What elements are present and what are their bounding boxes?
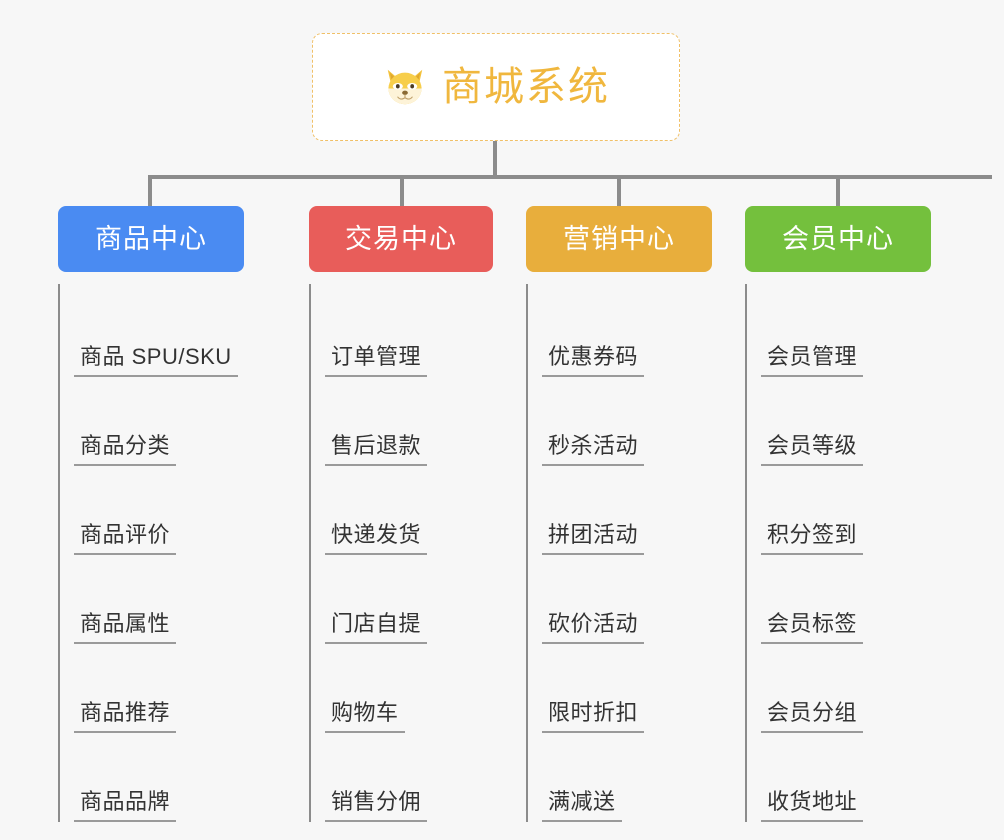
leaf-label: 商品分类 <box>74 432 177 466</box>
leaf-label: 购物车 <box>325 699 405 733</box>
category-column-member: 会员中心 会员管理 会员等级 积分签到 会员标签 会员分组 收货地址 <box>745 206 931 822</box>
leaf-label: 收货地址 <box>761 788 864 822</box>
category-header-label: 交易中心 <box>345 223 457 254</box>
list-item[interactable]: 购物车 <box>325 644 493 733</box>
list-item[interactable]: 秒杀活动 <box>542 377 712 466</box>
leaf-label: 商品评价 <box>74 521 177 555</box>
list-item[interactable]: 优惠券码 <box>542 288 712 377</box>
category-column-product: 商品中心 商品 SPU/SKU 商品分类 商品评价 商品属性 商品推荐 商品品牌 <box>58 206 244 822</box>
leaf-label: 订单管理 <box>325 343 428 377</box>
leaf-label: 商品属性 <box>74 610 177 644</box>
list-item[interactable]: 会员等级 <box>761 377 931 466</box>
list-item[interactable]: 快递发货 <box>325 466 493 555</box>
list-item[interactable]: 商品评价 <box>74 466 244 555</box>
list-item[interactable]: 会员管理 <box>761 288 931 377</box>
root-title: 商城系统 <box>442 65 610 109</box>
leaf-label: 积分签到 <box>761 521 864 555</box>
connector-horizontal-bus <box>148 175 992 179</box>
list-item[interactable]: 商品品牌 <box>74 733 244 822</box>
leaf-stack-member: 会员管理 会员等级 积分签到 会员标签 会员分组 收货地址 <box>745 284 931 822</box>
category-column-trade: 交易中心 订单管理 售后退款 快递发货 门店自提 购物车 销售分佣 <box>309 206 493 822</box>
category-header-label: 营销中心 <box>563 223 675 254</box>
leaf-label: 会员管理 <box>761 343 864 377</box>
category-column-marketing: 营销中心 优惠券码 秒杀活动 拼团活动 砍价活动 限时折扣 满减送 <box>526 206 712 822</box>
list-item[interactable]: 积分签到 <box>761 466 931 555</box>
leaf-label: 会员等级 <box>761 432 864 466</box>
leaf-label: 砍价活动 <box>542 610 645 644</box>
category-header-trade[interactable]: 交易中心 <box>309 206 493 272</box>
shiba-dog-icon <box>382 64 428 110</box>
connector-drop-2 <box>400 175 404 207</box>
list-item[interactable]: 商品属性 <box>74 555 244 644</box>
list-item[interactable]: 门店自提 <box>325 555 493 644</box>
leaf-label: 秒杀活动 <box>542 432 645 466</box>
leaf-label: 快递发货 <box>325 521 428 555</box>
list-item[interactable]: 销售分佣 <box>325 733 493 822</box>
list-item[interactable]: 会员分组 <box>761 644 931 733</box>
list-item[interactable]: 商品推荐 <box>74 644 244 733</box>
list-item[interactable]: 商品分类 <box>74 377 244 466</box>
root-node-mall-system[interactable]: 商城系统 <box>312 33 680 141</box>
list-item[interactable]: 会员标签 <box>761 555 931 644</box>
leaf-label: 会员分组 <box>761 699 864 733</box>
leaf-stack-product: 商品 SPU/SKU 商品分类 商品评价 商品属性 商品推荐 商品品牌 <box>58 284 244 822</box>
category-header-product[interactable]: 商品中心 <box>58 206 244 272</box>
connector-drop-3 <box>617 175 621 207</box>
leaf-label: 销售分佣 <box>325 788 428 822</box>
list-item[interactable]: 拼团活动 <box>542 466 712 555</box>
category-header-label: 会员中心 <box>782 223 894 254</box>
leaf-label: 商品推荐 <box>74 699 177 733</box>
list-item[interactable]: 商品 SPU/SKU <box>74 288 244 377</box>
connector-drop-1 <box>148 175 152 207</box>
leaf-label: 限时折扣 <box>542 699 645 733</box>
list-item[interactable]: 砍价活动 <box>542 555 712 644</box>
connector-drop-4 <box>836 175 840 207</box>
leaf-label: 商品 SPU/SKU <box>74 343 238 377</box>
list-item[interactable]: 订单管理 <box>325 288 493 377</box>
leaf-stack-marketing: 优惠券码 秒杀活动 拼团活动 砍价活动 限时折扣 满减送 <box>526 284 712 822</box>
leaf-label: 拼团活动 <box>542 521 645 555</box>
category-header-label: 商品中心 <box>95 223 207 254</box>
leaf-label: 优惠券码 <box>542 343 645 377</box>
list-item[interactable]: 满减送 <box>542 733 712 822</box>
leaf-label: 会员标签 <box>761 610 864 644</box>
connector-root-stem <box>493 141 497 177</box>
leaf-label: 售后退款 <box>325 432 428 466</box>
category-header-member[interactable]: 会员中心 <box>745 206 931 272</box>
category-header-marketing[interactable]: 营销中心 <box>526 206 712 272</box>
leaf-label: 商品品牌 <box>74 788 177 822</box>
list-item[interactable]: 收货地址 <box>761 733 931 822</box>
leaf-label: 门店自提 <box>325 610 428 644</box>
list-item[interactable]: 限时折扣 <box>542 644 712 733</box>
list-item[interactable]: 售后退款 <box>325 377 493 466</box>
leaf-label: 满减送 <box>542 788 622 822</box>
leaf-stack-trade: 订单管理 售后退款 快递发货 门店自提 购物车 销售分佣 <box>309 284 493 822</box>
